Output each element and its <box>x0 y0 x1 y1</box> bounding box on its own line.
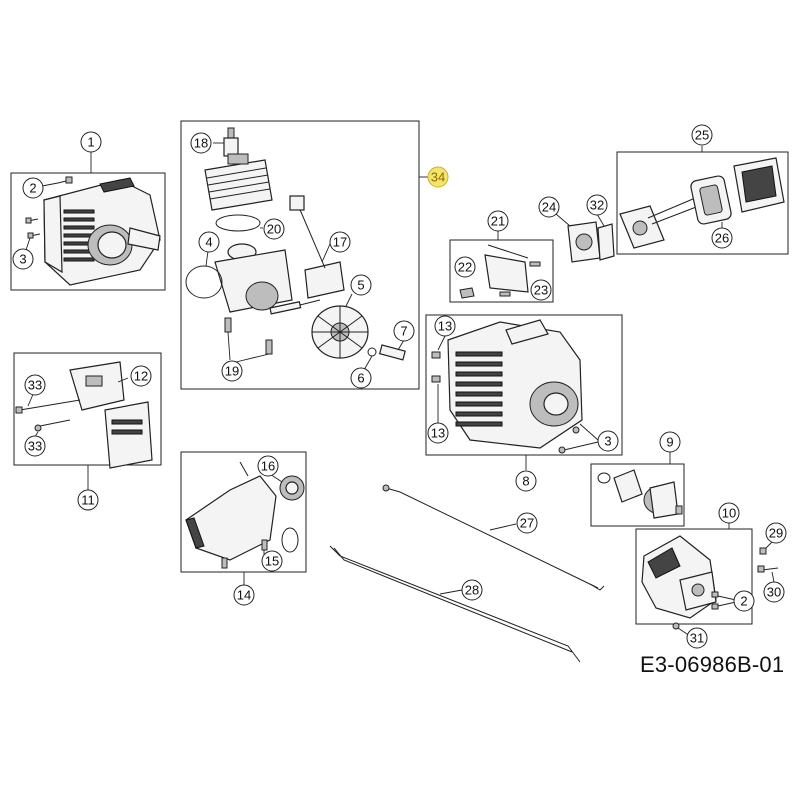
callout-16: 16 <box>261 459 275 474</box>
callout-8: 8 <box>522 474 529 489</box>
callout-14: 14 <box>237 588 251 603</box>
callout-31: 31 <box>690 631 704 646</box>
callout-10: 10 <box>722 506 736 521</box>
callout-27: 27 <box>520 516 534 531</box>
callout-23: 23 <box>534 283 548 298</box>
callout-4: 4 <box>205 235 212 250</box>
drawing-code-label: E3-06986B-01 <box>640 652 785 677</box>
callout-32: 32 <box>590 198 604 213</box>
callout-20: 20 <box>267 222 281 237</box>
group-34-engine-block <box>180 120 428 390</box>
group-9-clutch <box>590 452 685 527</box>
group-25-air-filter <box>616 146 789 255</box>
callout-22: 22 <box>458 260 472 275</box>
callout-33b: 33 <box>28 439 42 454</box>
group-11-muffler <box>13 352 162 490</box>
group-21-carburetor-bracket <box>449 230 554 303</box>
callout-30: 30 <box>767 585 781 600</box>
callout-34: 34 <box>431 170 445 185</box>
callout-13a: 13 <box>438 319 452 334</box>
callout-5: 5 <box>357 278 364 293</box>
callout-29: 29 <box>769 526 783 541</box>
callout-12: 12 <box>134 369 148 384</box>
callout-24: 24 <box>542 200 556 215</box>
callout-bubbles: 1 2 3 18 20 4 17 5 7 6 19 34 21 22 23 24… <box>12 124 787 649</box>
callout-15: 15 <box>265 554 279 569</box>
group-8-engine-housing <box>425 314 623 470</box>
group-10-gear-housing <box>635 523 779 637</box>
callout-13b: 13 <box>431 426 445 441</box>
callout-3b: 3 <box>604 434 611 449</box>
callout-21: 21 <box>491 214 505 229</box>
callout-2b: 2 <box>740 594 747 609</box>
callout-6: 6 <box>357 371 364 386</box>
callout-3a: 3 <box>19 252 26 267</box>
callout-28: 28 <box>465 583 479 598</box>
callout-25: 25 <box>695 128 709 143</box>
callout-26: 26 <box>715 231 729 246</box>
callout-11: 11 <box>81 493 95 508</box>
callout-7: 7 <box>400 324 407 339</box>
carburetor-parts <box>555 213 615 263</box>
ignition-wire <box>329 545 581 663</box>
throttle-cable <box>382 484 605 591</box>
callout-2a: 2 <box>29 181 36 196</box>
callout-33a: 33 <box>28 378 42 393</box>
callout-17: 17 <box>333 235 347 250</box>
callout-19: 19 <box>225 364 239 379</box>
callout-1: 1 <box>87 135 94 150</box>
group-14-fuel-tank <box>180 451 307 585</box>
callout-9: 9 <box>666 435 673 450</box>
callout-18: 18 <box>194 136 208 151</box>
group-1-engine-cover <box>10 151 166 291</box>
